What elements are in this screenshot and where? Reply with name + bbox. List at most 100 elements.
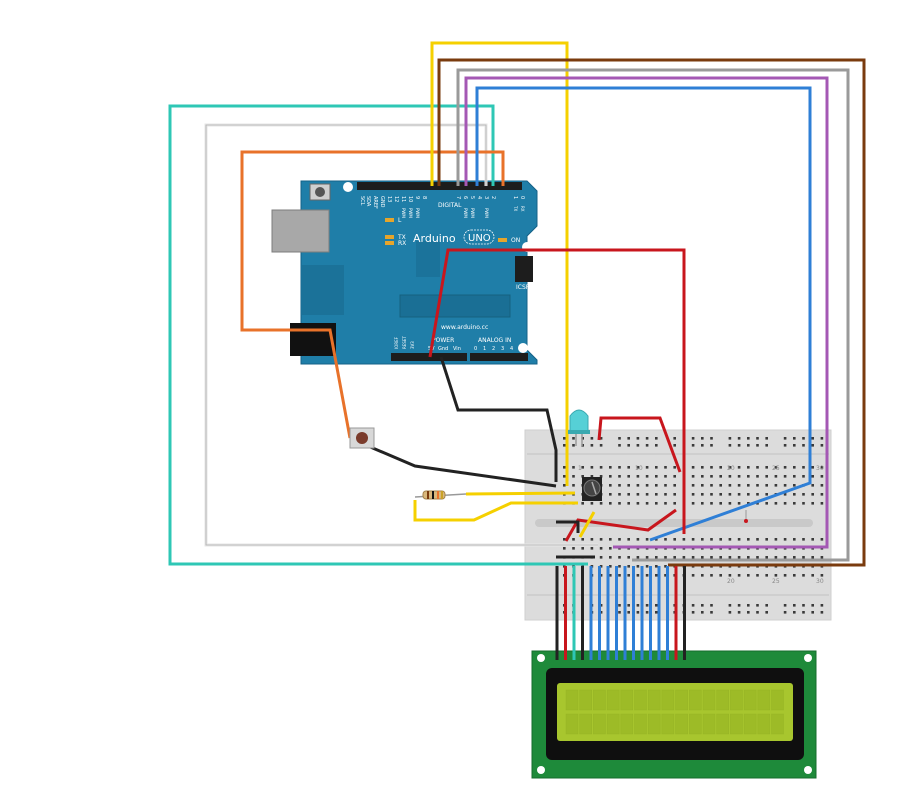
breadboard-hole [645,565,649,568]
breadboard-hole [563,444,566,447]
breadboard-hole [590,538,594,541]
breadboard-hole [572,466,575,469]
pin-label-3: 3 [483,196,489,199]
breadboard-hole [664,574,667,577]
col-num-25-bottom: 25 [772,578,780,585]
mount-hole [537,766,545,774]
wire-black-rail [556,520,580,533]
breadboard-hole [811,538,814,541]
breadboard-hole [701,466,704,469]
breadboard-hole [664,466,667,469]
breadboard-hole [765,493,768,496]
breadboard-hole [783,493,787,496]
breadboard-hole [710,502,713,505]
breadboard-hole [691,502,695,505]
breadboard-hole [636,611,640,614]
breadboard-hole [599,466,603,469]
wire-red-led [597,416,682,473]
lcd-char-cell [620,689,634,711]
lcd-char-cell [634,689,647,711]
breadboard-hole [728,437,732,440]
breadboard-hole [783,466,787,469]
breadboard-hole [783,502,787,505]
arduino-uno-board: L TX RX Arduino UNO ON DIGITAL ICSP www.… [271,180,538,365]
lcd-16x2-display [531,650,817,779]
breadboard-hole [609,556,612,559]
pin-label-a4: 4 [510,346,513,352]
breadboard-hole [756,502,759,505]
breadboard-hole [811,611,814,614]
breadboard-hole [636,493,640,496]
breadboard-hole [747,556,750,559]
pin-label-0: 0 [519,196,525,199]
breadboard-hole [664,502,667,505]
breadboard-hole [701,493,704,496]
lcd-char-cell [675,689,688,711]
breadboard-hole [765,604,768,607]
breadboard-hole [691,556,695,559]
pin-label-pwm-3: PWM [484,208,489,218]
breadboard-hole [793,484,796,487]
breadboard-hole [609,565,612,568]
breadboard-hole [728,556,732,559]
breadboard-hole [710,484,713,487]
pin-label-a1: 1 [483,346,486,352]
breadboard-hole [618,466,621,469]
breadboard-hole [572,484,575,487]
breadboard-hole [811,556,814,559]
breadboard-hole [618,475,621,478]
breadboard-hole [636,574,640,577]
breadboard-hole [728,611,732,614]
breadboard-hole [655,565,658,568]
wire-yellow-resistor-2 [413,500,578,522]
breadboard-hole [655,437,658,440]
pin-label-pwm-11: PWM [401,208,406,218]
breadboard-hole [581,502,584,505]
breadboard-hole [783,538,787,541]
lcd-char-cell [565,689,579,711]
breadboard-hole [618,565,621,568]
breadboard-hole [765,574,768,577]
breadboard-hole [793,611,796,614]
breadboard-hole [618,502,621,505]
breadboard-hole [655,556,658,559]
breadboard-hole [664,475,667,478]
breadboard-hole [590,475,594,478]
pin-label-ioref: IOREF [394,336,399,349]
breadboard-hole [691,574,695,577]
breadboard-hole [664,556,667,559]
breadboard-hole [701,556,704,559]
breadboard-hole [581,547,584,550]
breadboard-hole [645,538,649,541]
breadboard-hole [737,538,741,541]
breadboard-hole [581,466,584,469]
breadboard-hole [747,484,750,487]
breadboard-hole [710,466,713,469]
breadboard-hole [774,466,778,469]
lcd-char-cell [757,713,771,735]
pin-label-tx: TX [513,205,518,211]
breadboard-hole [618,484,621,487]
breadboard-hole [627,538,630,541]
breadboard-hole [655,604,658,607]
breadboard-hole [563,437,566,440]
breadboard-hole [783,475,787,478]
breadboard-hole [572,475,575,478]
breadboard-hole [765,475,768,478]
breadboard-hole [728,604,732,607]
wire-orange [240,150,505,439]
breadboard-hole [737,502,741,505]
breadboard-hole [710,538,713,541]
breadboard-hole [765,437,768,440]
breadboard-hole [737,466,741,469]
pin-label-a2: 2 [492,346,495,352]
pin-label-rx: RX [520,206,525,212]
mount-hole [518,343,528,353]
breadboard-hole [590,547,594,550]
lcd-char-cell [647,713,661,735]
breadboard-hole [618,556,621,559]
breadboard-hole [765,538,768,541]
breadboard-hole [645,502,649,505]
wire-yellow-resistor [465,491,576,496]
breadboard-hole [811,437,814,440]
